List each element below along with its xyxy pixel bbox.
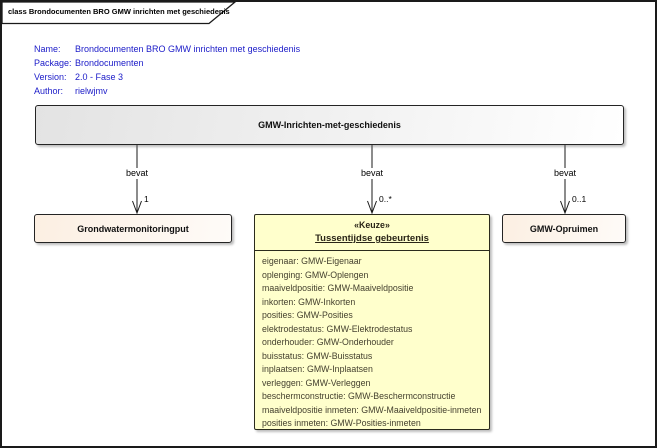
metadata-author-value: rielwjmv — [75, 86, 108, 96]
metadata-package-label: Package: — [34, 58, 72, 68]
metadata-row-version: Version: 2.0 - Fase 3 — [34, 70, 300, 84]
attribute-inplaatsen: inplaatsen: GMW-Inplaatsen — [262, 364, 373, 374]
relation-multiplicity-middle: 0..* — [379, 194, 392, 204]
attribute-maaiveldpositie-inmeten: maaiveldpositie inmeten: GMW-Maaiveldpos… — [262, 404, 482, 415]
metadata-version-value: 2.0 - Fase 3 — [75, 72, 124, 82]
diagram-metadata: Name: Brondocumenten BRO GMW inrichten me… — [34, 42, 300, 98]
relation-arrow-left[interactable] — [132, 145, 142, 215]
class-tussentijdse-gebeurtenis[interactable]: «Keuze» Tussentijdse gebeurtenis eigenaa… — [254, 214, 490, 430]
metadata-version-label: Version: — [34, 72, 67, 82]
metadata-row-package: Package:Brondocumenten — [34, 56, 300, 70]
class-gmw-opruimen[interactable]: GMW-Opruimen — [502, 214, 626, 243]
class-gmw-inrichten-met-geschiedenis[interactable]: GMW-Inrichten-met-geschiedenis — [35, 105, 624, 145]
diagram-tab-shape — [2, 2, 237, 25]
attribute-onderhouder: onderhouder: GMW-Onderhouder — [262, 337, 394, 347]
metadata-author-label: Author: — [34, 86, 64, 96]
attribute-posities: posities: GMW-Posities — [262, 310, 353, 320]
metadata-row-author: Author: rielwjmv — [34, 84, 300, 98]
class-grondwatermonitoringput[interactable]: Grondwatermonitoringput — [34, 214, 232, 243]
metadata-name-value: Brondocumenten BRO GMW inrichten met ges… — [75, 44, 301, 54]
class-title: GMW-Opruimen — [529, 223, 599, 234]
class-title: Tussentijdse gebeurtenis — [315, 233, 429, 244]
relation-arrow-middle[interactable] — [367, 145, 377, 215]
metadata-row-name: Name: Brondocumenten BRO GMW inrichten me… — [34, 42, 300, 56]
attribute-buisstatus: buisstatus: GMW-Buisstatus — [262, 350, 373, 361]
diagram-tab-label: class Brondocumenten BRO GMW inrichten m… — [8, 7, 230, 16]
attribute-maaiveldpositie: maaiveldpositie: GMW-Maaiveldpositie — [262, 283, 414, 293]
relation-label-middle: bevat — [358, 168, 386, 179]
class-header: «Keuze» Tussentijdse gebeurtenis — [255, 215, 489, 251]
relation-label-left: bevat — [123, 168, 151, 179]
relation-label-right: bevat — [551, 168, 579, 179]
relation-multiplicity-left: 1 — [144, 194, 149, 204]
attribute-beschermconstructie: beschermconstructie: GMW-Beschermconstru… — [262, 391, 456, 401]
attribute-oplenging: oplenging: GMW-Oplengen — [262, 269, 369, 280]
attribute-list: eigenaar: GMW-Eigenaar oplenging: GMW-Op… — [255, 251, 489, 431]
attribute-verleggen: verleggen: GMW-Verleggen — [262, 377, 371, 388]
relation-multiplicity-right: 0..1 — [572, 194, 587, 204]
attribute-posities-inmeten: posities inmeten: GMW-Posities-inmeten — [262, 418, 421, 428]
metadata-package-value: Brondocumenten — [75, 58, 144, 68]
class-stereotype: «Keuze» — [354, 220, 390, 230]
attribute-inkorten: inkorten: GMW-Inkorten — [262, 296, 356, 307]
class-title: GMW-Inrichten-met-geschiedenis — [258, 120, 401, 130]
metadata-name-label: Name: — [34, 44, 61, 54]
class-title: Grondwatermonitoringput — [77, 223, 189, 234]
attribute-elektrodestatus: elektrodestatus: GMW-Elektrodestatus — [262, 323, 413, 334]
relation-arrow-right[interactable] — [560, 145, 570, 215]
attribute-eigenaar: eigenaar: GMW-Eigenaar — [262, 256, 362, 266]
